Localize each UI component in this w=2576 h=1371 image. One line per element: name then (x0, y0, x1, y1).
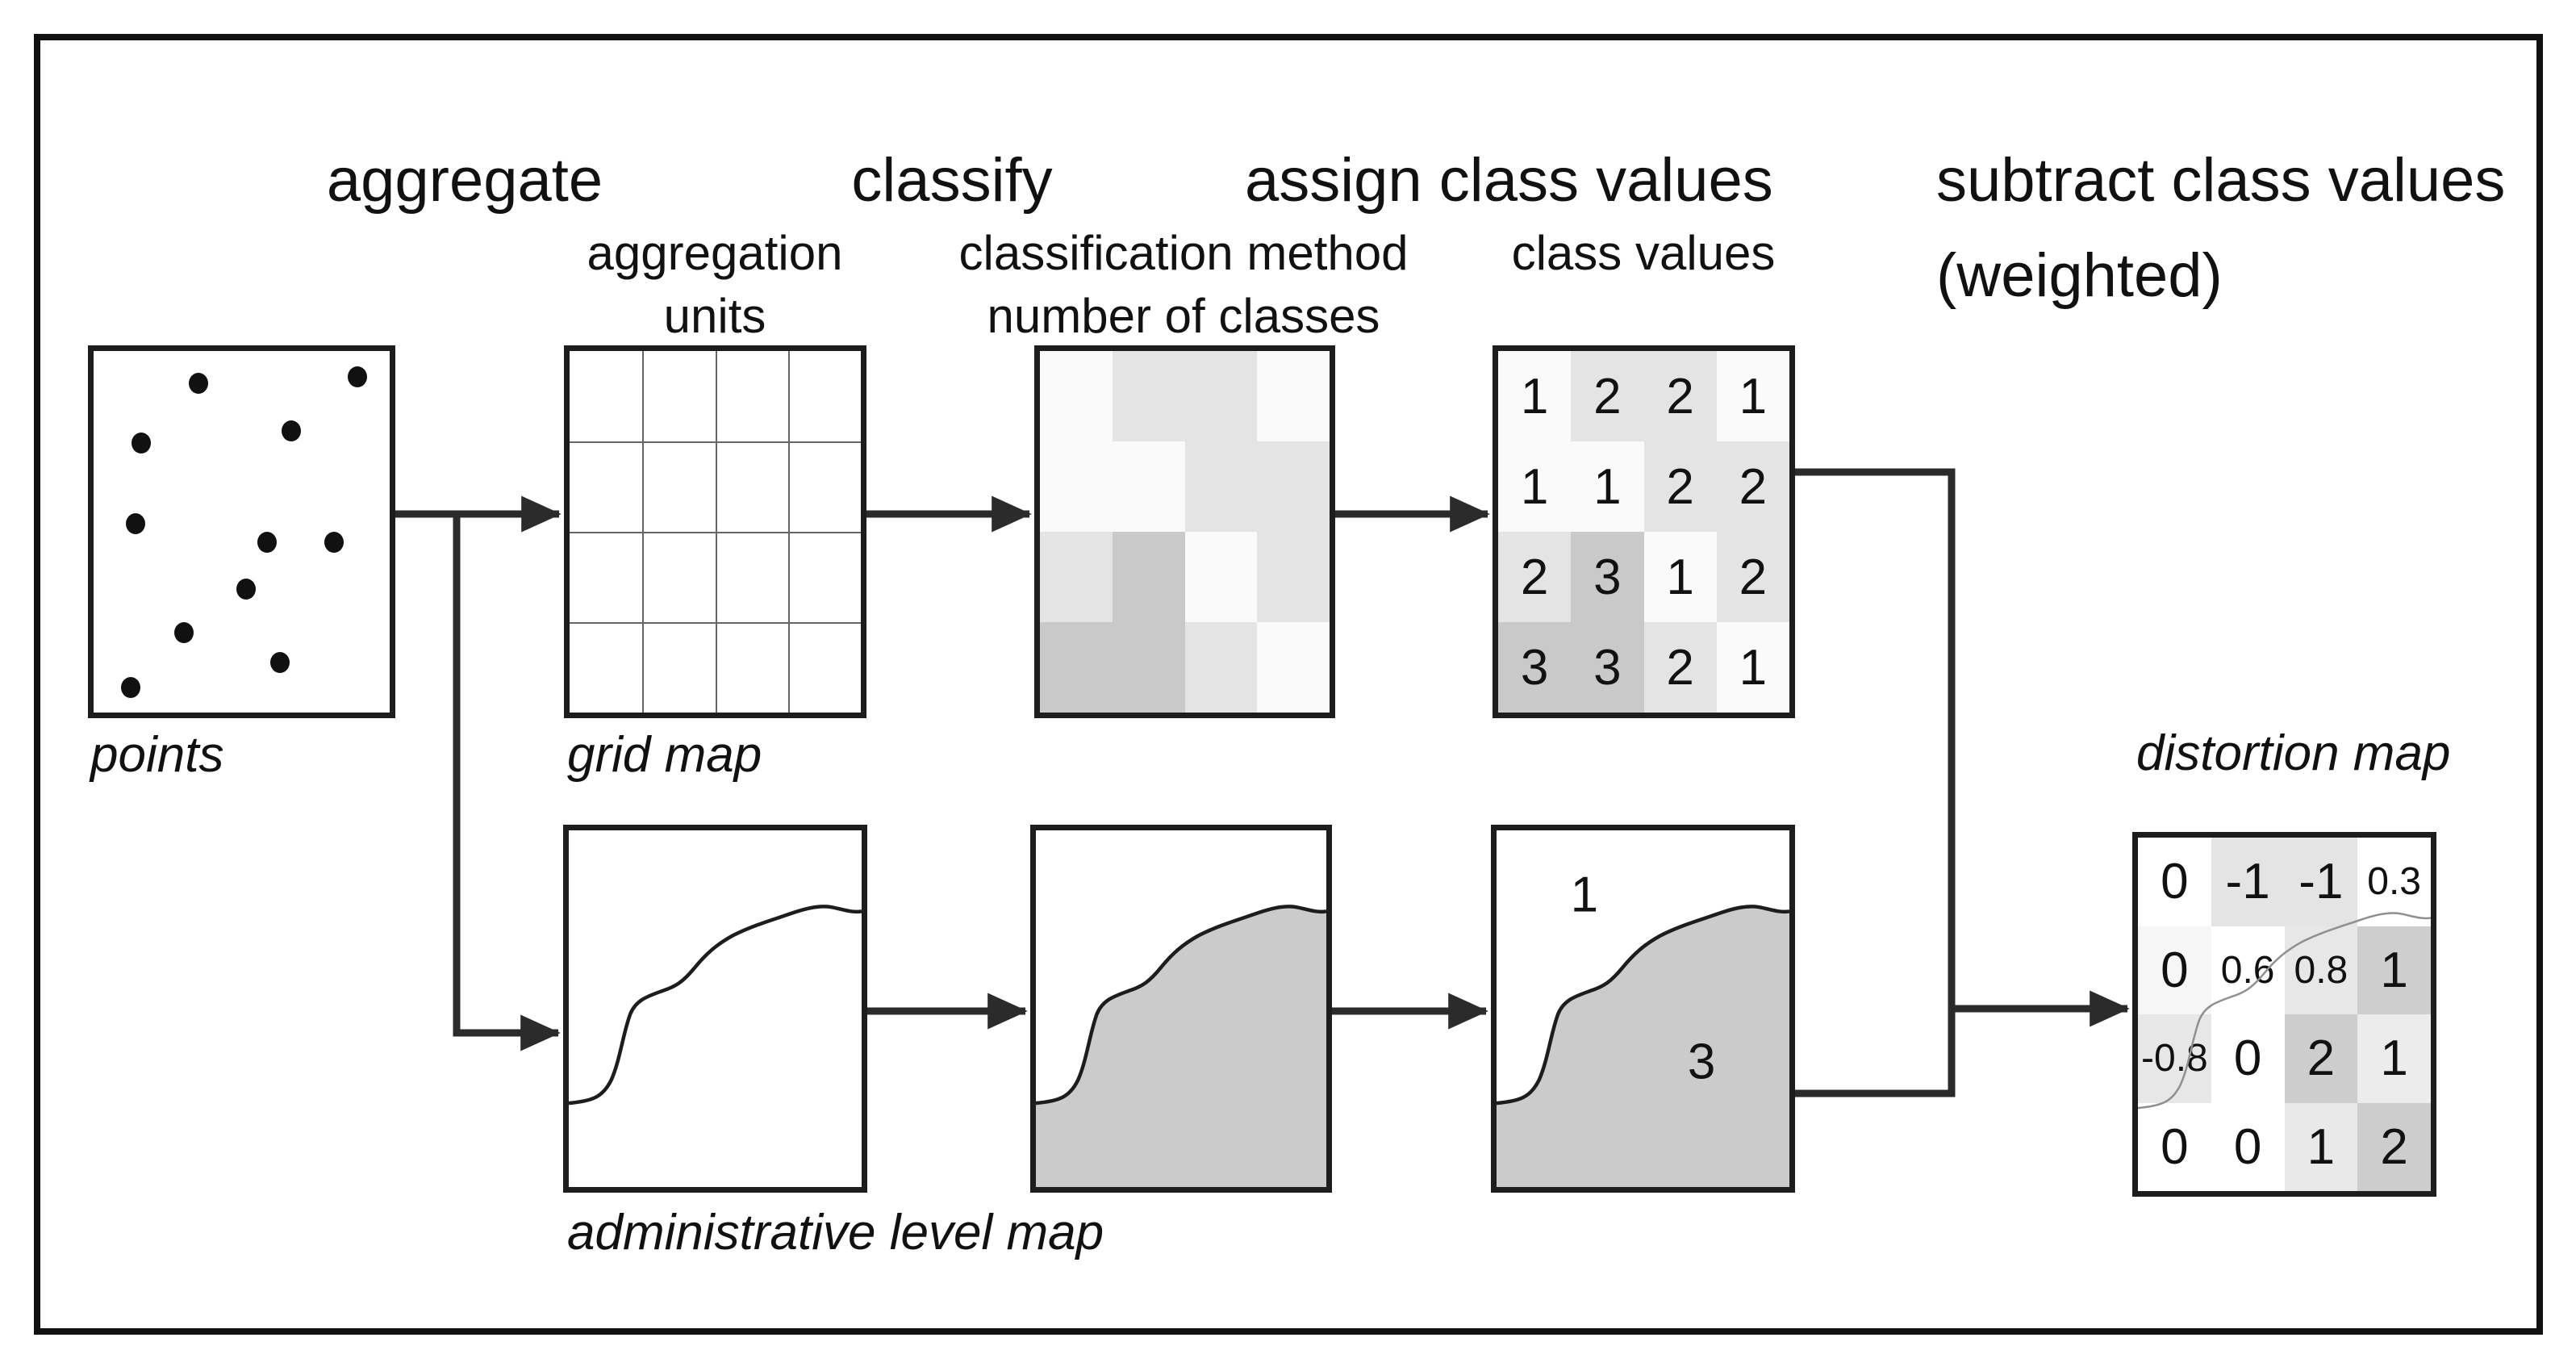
grid-cell (1184, 441, 1258, 532)
grid-cell: 2 (2357, 1102, 2431, 1191)
grid-cell: 2 (1643, 622, 1717, 713)
grid-cell: 2 (1498, 532, 1572, 622)
grid-cell: 1 (1498, 441, 1572, 532)
grid-cell: 2 (1716, 441, 1789, 532)
aggregation-units-line-1: aggregation (587, 226, 843, 280)
classified-cells (1040, 351, 1330, 713)
grid-cell: 2 (1571, 351, 1644, 441)
diagram-border (34, 34, 2543, 1335)
grid-cell (1112, 622, 1185, 713)
grid-cell (1257, 532, 1330, 622)
grid-cell (1184, 351, 1258, 441)
grid-cell: 0 (2138, 1102, 2211, 1191)
step-label-assign-class-values: assign class values (1245, 146, 1773, 215)
classified-grid-box (1034, 345, 1335, 718)
grid-cell (1040, 351, 1113, 441)
grid-cell (1257, 622, 1330, 713)
scatter-point (324, 532, 344, 554)
scatter-point (257, 532, 278, 554)
grid-cell: 0 (2211, 1102, 2285, 1191)
grid-cell (1040, 441, 1113, 532)
caption-grid-map: grid map (567, 727, 762, 783)
scatter-point (173, 621, 194, 643)
grid-cell: 2 (1643, 351, 1717, 441)
grid-cell (1257, 351, 1330, 441)
grid-cell: -1 (2211, 838, 2285, 926)
admin-values-curve (1497, 830, 1789, 1187)
scatter-point (282, 420, 302, 441)
grid-cell: 1 (2357, 926, 2431, 1014)
grid-cell: 1 (1571, 441, 1644, 532)
grid-cell: 0 (2138, 838, 2211, 926)
grid-cell: 3 (1571, 532, 1644, 622)
grid-cell: 0 (2138, 926, 2211, 1014)
admin-map-values-box: 1 3 (1491, 825, 1795, 1193)
grid-cell: 2 (2284, 1014, 2358, 1103)
grid-cell: 1 (1643, 532, 1717, 622)
subtract-line-2: (weighted) (1936, 241, 2223, 310)
grid-cell (1112, 441, 1185, 532)
grid-cell (1184, 532, 1258, 622)
grid-cell: -1 (2284, 838, 2358, 926)
admin-upper-class-value: 1 (1570, 867, 1599, 923)
distortion-boundary-curve (2138, 838, 2431, 1191)
caption-administrative-level-map: administrative level map (567, 1205, 1104, 1260)
grid-cell: 3 (1571, 622, 1644, 713)
scatter-point (120, 676, 140, 698)
grid-cell: 0 (2211, 1014, 2285, 1103)
aggregation-units-line-2: units (663, 289, 766, 343)
scatter-point (126, 512, 146, 534)
param-label-class-values: class values (1511, 226, 1776, 280)
admin-boundary-curve (569, 830, 862, 1187)
grid-cell: 1 (2357, 1014, 2431, 1103)
grid-cell (1112, 532, 1185, 622)
param-label-classification: classification method number of classes (941, 222, 1426, 348)
grid-map-lines (570, 351, 861, 713)
scatter-point (347, 366, 367, 388)
grid-cell (1040, 532, 1113, 622)
param-label-aggregation-units: aggregation units (513, 222, 916, 348)
grid-cell: -0.8 (2138, 1014, 2211, 1103)
grid-map-box (564, 345, 866, 718)
classification-line-1: classification method (958, 226, 1409, 280)
subtract-line-1: subtract class values (1936, 146, 2506, 215)
caption-points: points (90, 727, 224, 783)
grid-cell: 1 (2284, 1102, 2358, 1191)
grid-cell: 0.8 (2284, 926, 2358, 1014)
step-label-aggregate: aggregate (326, 146, 603, 215)
grid-cell: 1 (1716, 622, 1789, 713)
points-scatter (94, 351, 390, 713)
admin-map-box (563, 825, 867, 1193)
classification-line-2: number of classes (987, 289, 1380, 343)
scatter-point (236, 578, 256, 600)
admin-map-classified-box (1030, 825, 1332, 1193)
step-label-subtract-class-values: subtract class values (weighted) (1936, 133, 2549, 324)
grid-cell: 2 (1716, 532, 1789, 622)
grid-cell: 2 (1643, 441, 1717, 532)
step-label-classify: classify (851, 146, 1053, 215)
points-map-box (88, 345, 395, 718)
caption-distortion-map: distortion map (2136, 725, 2451, 781)
grid-cell: 3 (1498, 622, 1572, 713)
grid-cell (1184, 622, 1258, 713)
grid-cell: 0.3 (2357, 838, 2431, 926)
admin-lower-class-value: 3 (1687, 1034, 1716, 1090)
grid-cell (1112, 351, 1185, 441)
admin-classified-curve (1036, 830, 1326, 1187)
grid-cell: 1 (1716, 351, 1789, 441)
scatter-point (189, 372, 209, 394)
grid-cell: 1 (1498, 351, 1572, 441)
scatter-point (269, 652, 290, 674)
grid-cell (1040, 622, 1113, 713)
scatter-point (132, 432, 152, 454)
grid-cell (1257, 441, 1330, 532)
